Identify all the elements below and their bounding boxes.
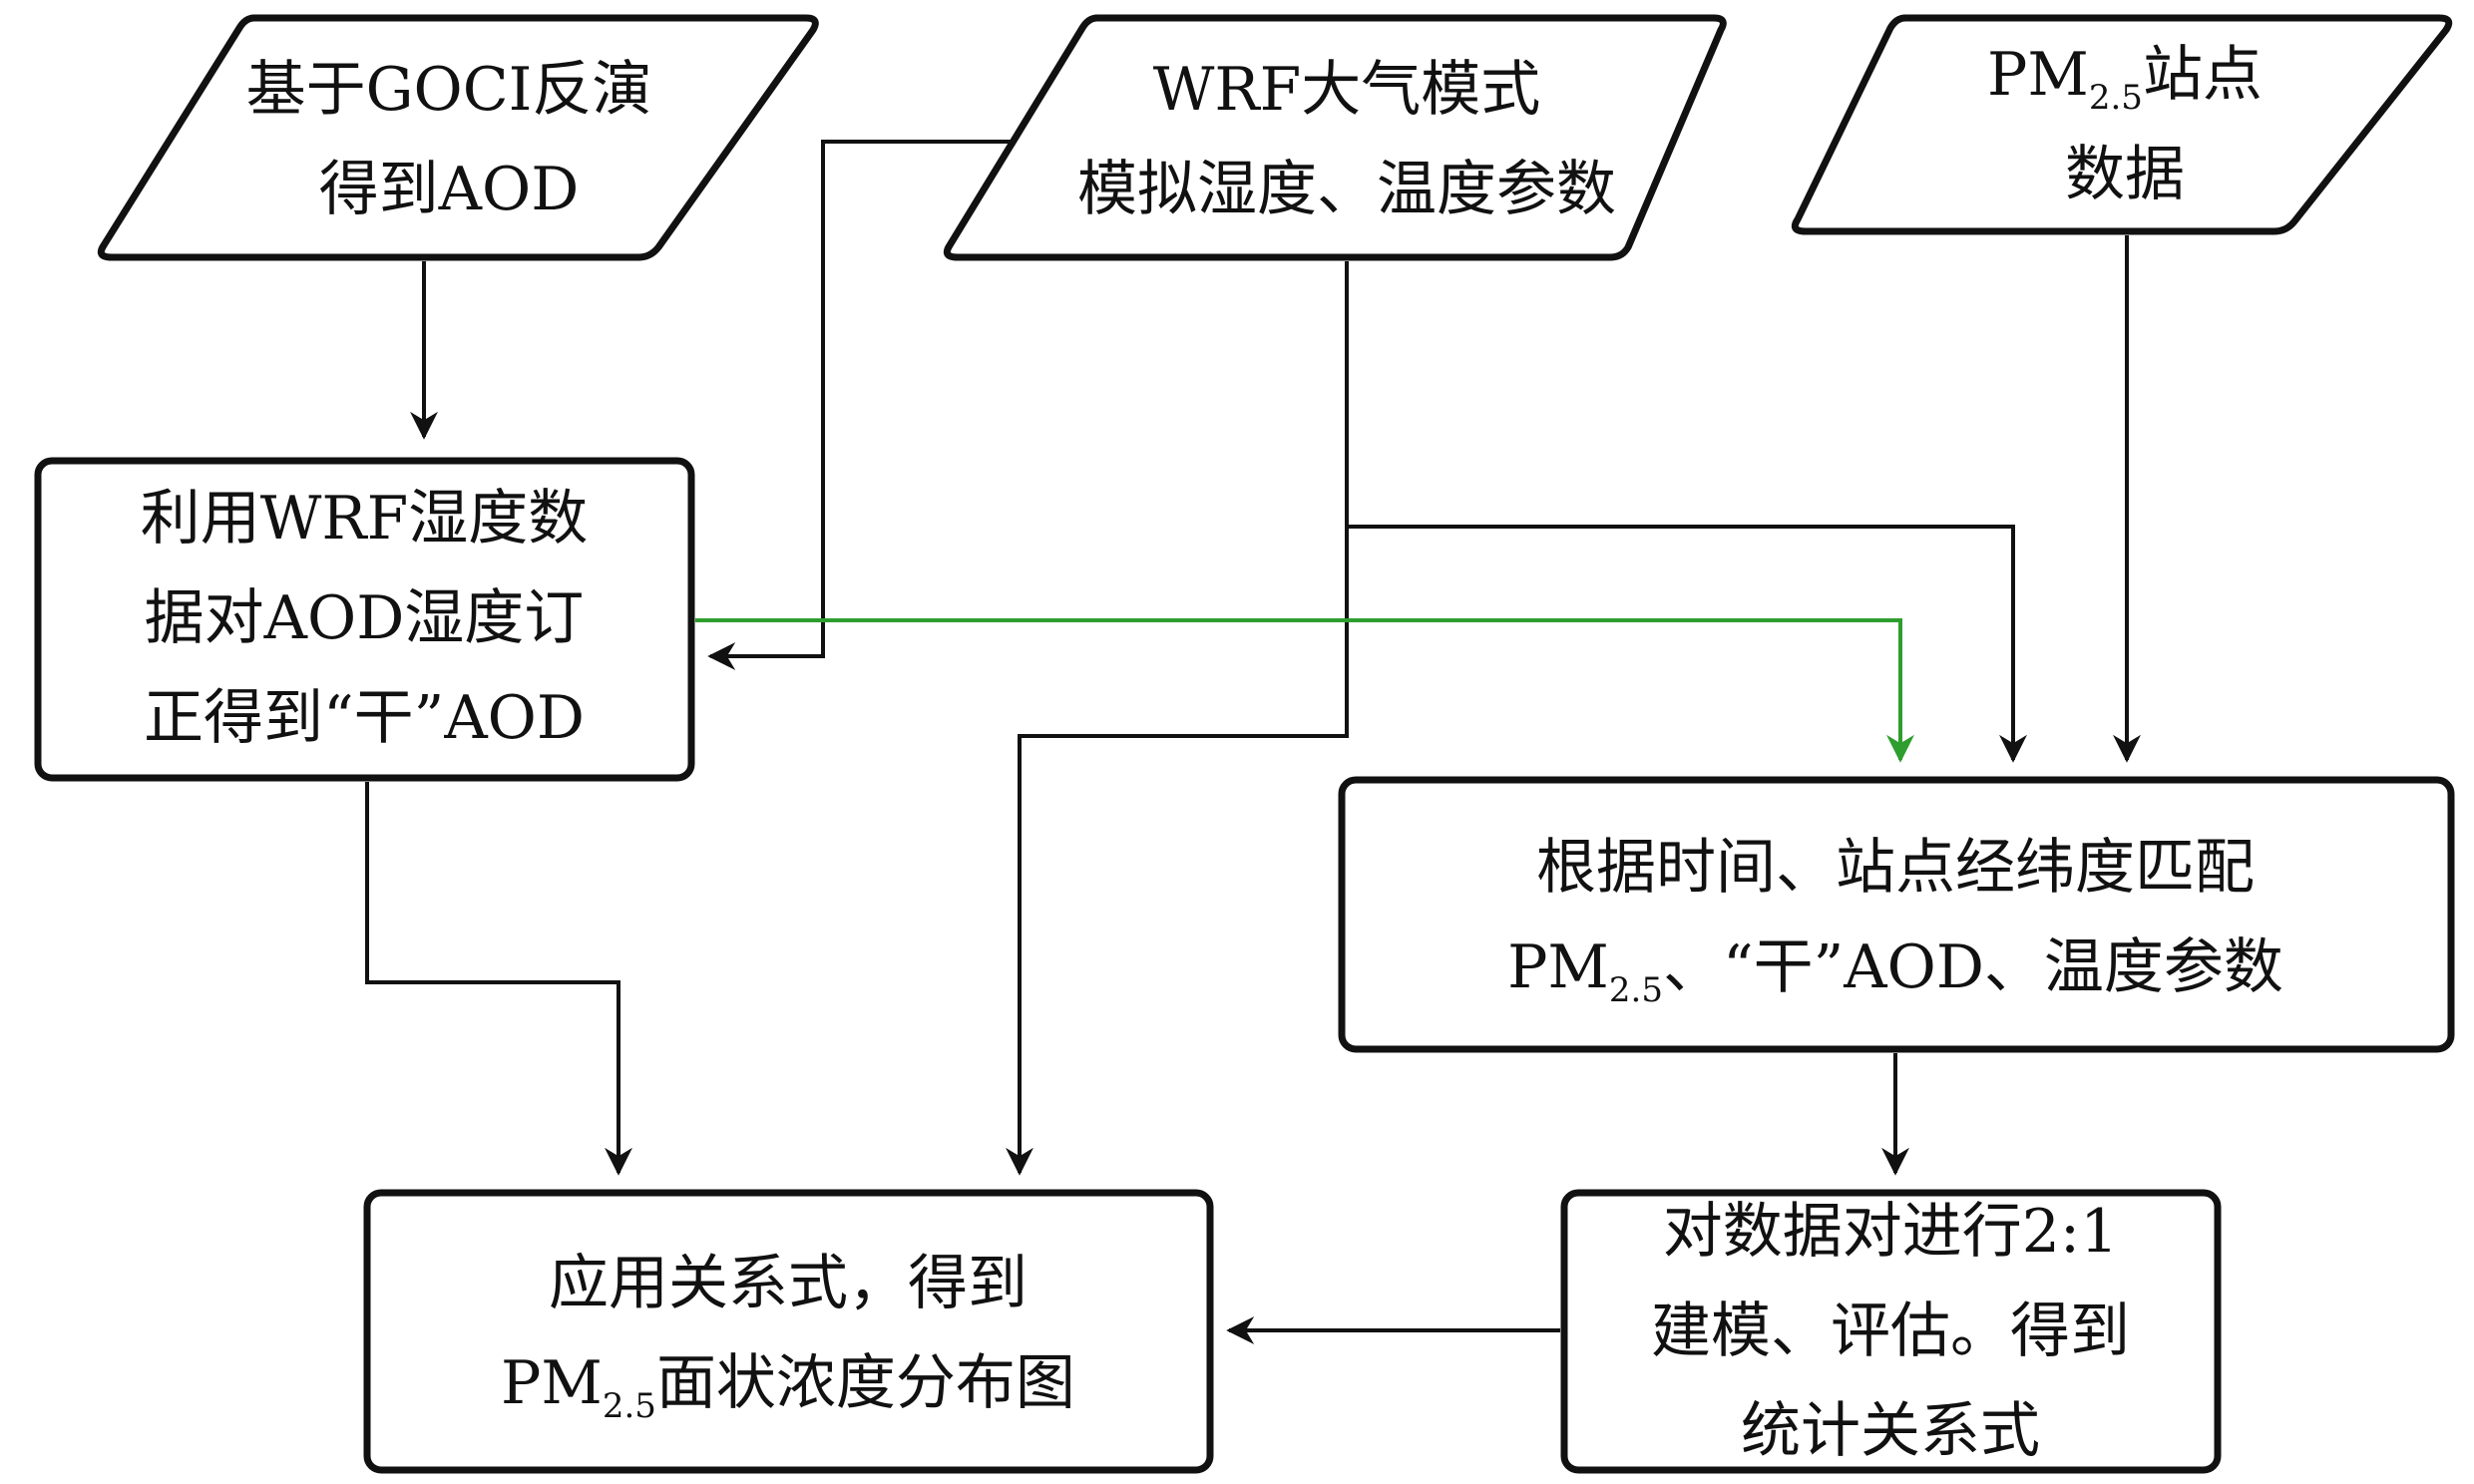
goci-input-label: 基于GOCI反演 得到AOD [110, 40, 788, 239]
pm-site-line-1: PM2.5站点 [1987, 40, 2263, 118]
apply-line-2: PM2.5面状浓度分布图 [501, 1348, 1075, 1426]
pm-site-line-2: 数据 [2064, 140, 2185, 209]
humidity-correction-label: 利用WRF湿度数 据对AOD湿度订 正得到“干”AOD [45, 469, 683, 768]
match-line-2: PM2.5、“干”AOD、温度参数 [1507, 932, 2283, 1010]
modeling-box [1560, 1189, 2222, 1474]
correction-line-2: 据对AOD湿度订 [144, 583, 585, 653]
goci-input-shape [97, 14, 819, 261]
correction-line-1: 利用WRF湿度数 [140, 484, 589, 554]
match-label: 根据时间、站点经纬度匹配 PM2.5、“干”AOD、温度参数 [1347, 813, 2444, 1022]
match-box [1338, 776, 2455, 1053]
wrf-line-2: 模拟湿度、温度参数 [1077, 155, 1616, 224]
modeling-line-3: 统计关系式 [1741, 1396, 2040, 1466]
arrow-wrf-to-apply [1006, 527, 1349, 1176]
modeling-line-2: 建模、评估。得到 [1651, 1297, 2130, 1366]
wrf-input-shape [943, 14, 1727, 261]
arrow-correction-to-apply [365, 782, 632, 1176]
pm-site-input-shape [1791, 14, 2453, 235]
pm-site-input-label: PM2.5站点 数据 [1826, 25, 2424, 224]
arrow-wrf-to-match [1345, 261, 2027, 763]
arrow-dry-aod-to-match [695, 618, 1914, 763]
humidity-correction-box [34, 457, 695, 782]
correction-line-3: 正得到“干”AOD [144, 683, 585, 753]
goci-line-2: 得到AOD [318, 155, 580, 224]
modeling-line-1: 对数据对进行2:1 [1662, 1197, 2119, 1267]
apply-relation-label: 应用关系式，得到 PM2.5面状浓度分布图 [374, 1229, 1202, 1438]
wrf-input-label: WRF大气模式 模拟湿度、温度参数 [988, 40, 1706, 239]
apply-relation-box [363, 1189, 1214, 1474]
match-line-1: 根据时间、站点经纬度匹配 [1536, 833, 2255, 903]
goci-line-1: 基于GOCI反演 [245, 55, 652, 125]
modeling-label: 对数据对进行2:1 建模、评估。得到 统计关系式 [1571, 1182, 2210, 1481]
arrow-wrf-humidity-to-correction [707, 140, 1016, 670]
apply-line-1: 应用关系式，得到 [548, 1249, 1028, 1318]
wrf-line-1: WRF大气模式 [1152, 55, 1541, 125]
